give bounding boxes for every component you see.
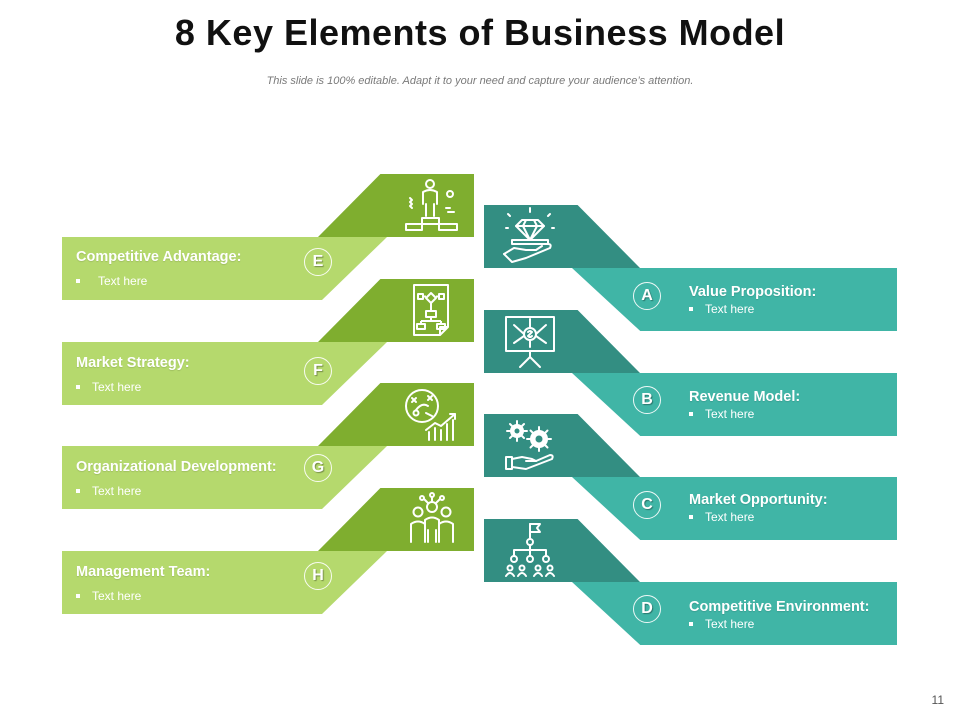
element-f-badge: F (304, 357, 332, 385)
element-a-badge: A (633, 282, 661, 310)
element-e-badge: E (304, 248, 332, 276)
element-f-band (62, 342, 387, 405)
element-c-bullet-text: Text here (705, 510, 755, 524)
element-h-badge: H (304, 562, 332, 590)
element-d-bullet-text: Text here (705, 617, 755, 631)
bullet-marker (689, 621, 693, 626)
element-c-band (572, 477, 897, 540)
element-e-label: Competitive Advantage: (76, 249, 242, 265)
element-g-bullet: Text here (76, 484, 141, 498)
element-f-label: Market Strategy: (76, 355, 190, 371)
bullet-marker (76, 488, 80, 493)
element-b-bullet: Text here (689, 407, 754, 421)
element-a-bullet-text: Text here (705, 302, 755, 316)
element-h-bullet: Text here (76, 589, 141, 603)
element-g-label: Organizational Development: (76, 459, 277, 475)
element-b-bullet-text: Text here (705, 407, 755, 421)
team-people-icon (410, 492, 454, 543)
element-a-label: Value Proposition: (689, 284, 817, 300)
element-g-band (62, 446, 387, 509)
gears-hand-icon (505, 420, 554, 470)
element-b-label: Revenue Model: (689, 389, 801, 405)
element-e-bullet-text: Text here (98, 274, 148, 288)
diamond-hand-icon (503, 207, 555, 263)
element-b-badge: B (633, 386, 661, 414)
element-c-bullet: Text here (689, 510, 754, 524)
bullet-marker (76, 593, 80, 598)
org-hierarchy-icon (505, 523, 555, 577)
page-title: 8 Key Elements of Business Model (174, 12, 786, 53)
element-h-bullet-text: Text here (92, 589, 142, 603)
bullet-marker (689, 411, 693, 416)
element-d-bullet: Text here (689, 617, 754, 631)
presentation-board-dollar-icon (505, 316, 555, 368)
element-h-band (62, 551, 387, 614)
bullet-marker (689, 306, 693, 311)
flowchart-document-icon (413, 284, 449, 336)
element-g-bullet-text: Text here (92, 484, 142, 498)
bullet-marker (76, 384, 80, 389)
element-h-label: Management Team: (76, 564, 211, 580)
page-subtitle: This slide is 100% editable. Adapt it to… (266, 75, 694, 87)
element-d-label: Competitive Environment: (689, 599, 870, 615)
element-e-band (62, 237, 387, 300)
podium-person-icon (405, 179, 458, 231)
strategy-growth-chart-icon (405, 389, 456, 441)
element-g-badge: G (304, 454, 332, 482)
element-f-bullet: Text here (76, 380, 141, 394)
page-number: 11 (931, 693, 944, 707)
element-a-bullet: Text here (689, 302, 754, 316)
element-d-badge: D (633, 595, 661, 623)
bullet-marker (689, 514, 693, 519)
element-e-bullet: Text here (76, 274, 147, 288)
element-c-label: Market Opportunity: (689, 492, 828, 508)
bullet-marker (76, 278, 80, 283)
element-c-badge: C (633, 491, 661, 519)
element-f-bullet-text: Text here (92, 380, 142, 394)
